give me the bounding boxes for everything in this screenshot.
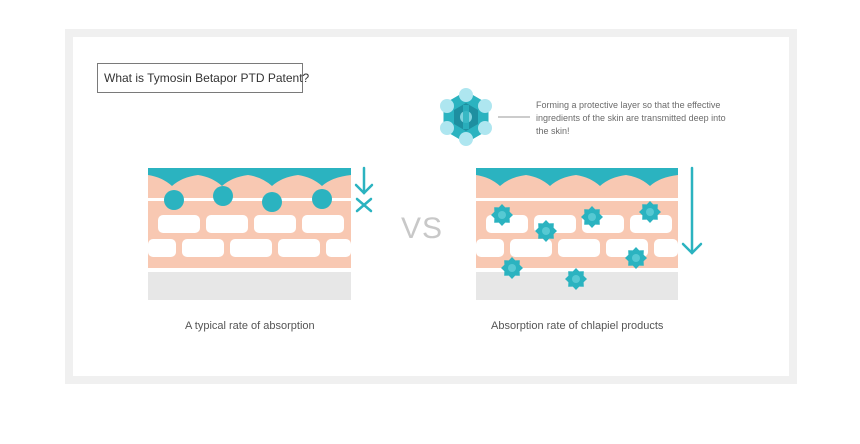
round-particle-icon [262, 192, 282, 212]
caption-typical: A typical rate of absorption [185, 320, 315, 332]
page-title: What is Tymosin Betapor PTD Patent? [97, 63, 309, 93]
molecule-icon [440, 88, 492, 146]
star-particle-icon [625, 247, 647, 269]
star-particle-icon [565, 268, 587, 290]
down-arrow-icon [681, 166, 703, 255]
star-particle-icon [639, 201, 661, 223]
surface-layer [476, 168, 678, 175]
outer-skin-layer [148, 175, 351, 198]
skin-diagram-typical [148, 168, 351, 300]
base-layer [148, 272, 351, 300]
skin-diagram-chlapiel [476, 168, 678, 300]
blocked-arrow-icon [354, 166, 374, 213]
star-particle-icon [501, 257, 523, 279]
star-particle-icon [581, 206, 603, 228]
inner-skin-layer [148, 201, 351, 268]
vs-label: VS [401, 212, 444, 245]
round-particle-icon [312, 189, 332, 209]
star-particle-icon [491, 204, 513, 226]
outer-skin-layer [476, 175, 678, 198]
round-particle-icon [213, 186, 233, 206]
description-text: Forming a protective layer so that the e… [536, 100, 726, 136]
round-particle-icon [164, 190, 184, 210]
star-particle-icon [535, 220, 557, 242]
caption-chlapiel: Absorption rate of chlapiel products [491, 320, 664, 332]
surface-layer [148, 168, 351, 175]
